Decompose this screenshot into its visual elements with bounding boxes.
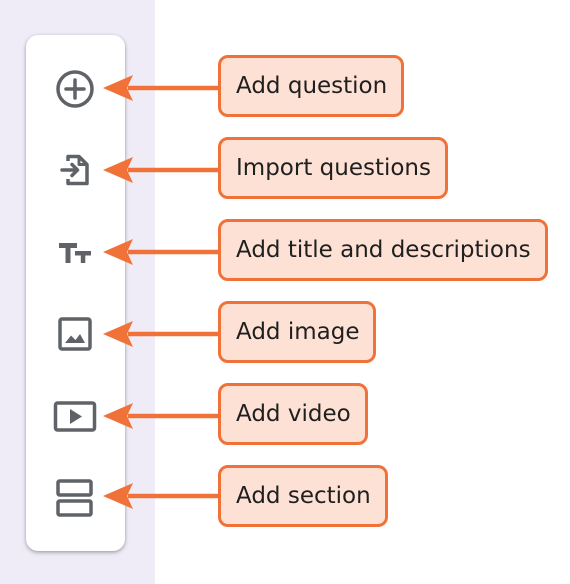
add-section-button[interactable] [26, 468, 125, 528]
add-question-button[interactable] [26, 59, 125, 119]
add-circle-icon [53, 67, 97, 111]
title-text-icon [53, 230, 97, 274]
callout-add-title-descriptions: Add title and descriptions [218, 219, 548, 281]
section-icon [53, 476, 97, 520]
callout-add-question: Add question [218, 55, 405, 117]
import-file-icon [53, 148, 97, 192]
import-questions-button[interactable] [26, 140, 125, 200]
callout-add-image: Add image [218, 301, 377, 363]
callout-add-section: Add section [218, 465, 388, 527]
add-image-button[interactable] [26, 304, 125, 364]
image-icon [53, 312, 97, 356]
video-icon [53, 394, 97, 438]
callout-import-questions: Import questions [218, 137, 448, 199]
add-title-description-button[interactable] [26, 222, 125, 282]
callout-add-video: Add video [218, 383, 368, 445]
add-video-button[interactable] [26, 386, 125, 446]
floating-toolbar [26, 35, 125, 551]
